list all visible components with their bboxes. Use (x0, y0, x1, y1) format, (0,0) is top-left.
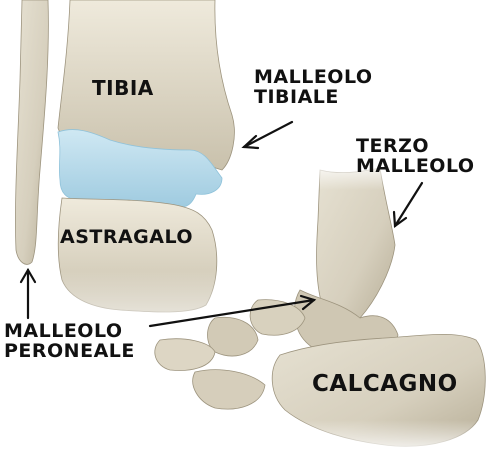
label-malleolo-peroneale: MALLEOLO PERONEALE (4, 322, 135, 362)
label-terzo-malleolo-line2: MALLEOLO (356, 157, 475, 177)
label-malleolo-peroneale-line1: MALLEOLO (4, 322, 135, 342)
label-malleolo-tibiale: MALLEOLO TIBIALE (254, 68, 373, 108)
fibula-bone (15, 0, 48, 264)
label-terzo-malleolo-line1: TERZO (356, 137, 475, 157)
label-terzo-malleolo: TERZO MALLEOLO (356, 137, 475, 177)
label-calcagno: CALCAGNO (312, 372, 458, 396)
cuboid-bone (208, 317, 259, 356)
side-tibia-bone (317, 168, 395, 321)
label-malleolo-tibiale-line2: TIBIALE (254, 88, 373, 108)
label-tibia: TIBIA (92, 78, 154, 99)
label-malleolo-tibiale-line1: MALLEOLO (254, 68, 373, 88)
toe-bones (193, 370, 265, 409)
label-malleolo-peroneale-line2: PERONEALE (4, 342, 135, 362)
label-astragalo: ASTRAGALO (60, 228, 193, 248)
arrow-malleolo-tibiale (244, 122, 292, 147)
